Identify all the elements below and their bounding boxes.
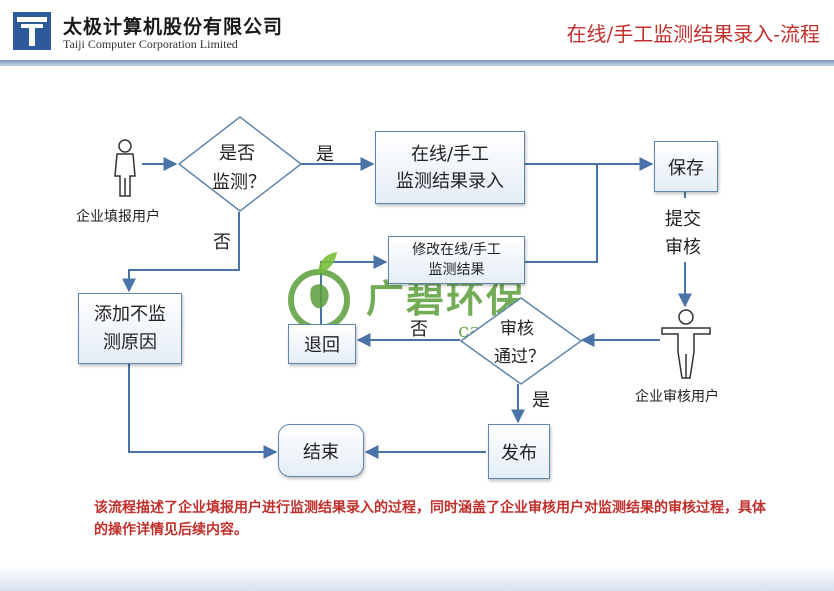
canbe-watermark-logo-icon [288,252,350,331]
publish-box: 发布 [488,424,550,479]
end-box-label: 结束 [303,441,339,463]
return-box: 退回 [288,324,356,364]
save-box-label: 保存 [668,157,704,179]
page-title: 在线/手工监测结果录入-流程 [566,22,821,46]
auditor-actor-icon [661,309,711,379]
label-yes-bottom: 是 [532,390,550,411]
company-name-en: Taiji Computer Corporation Limited [63,37,238,51]
taiji-logo-icon [13,12,51,50]
label-yes-top: 是 [316,144,334,165]
monitor-decision-line1: 是否 [219,143,255,164]
modify-result-box: 修改在线/手工 监测结果 [388,236,525,284]
monitor-result-entry-box: 在线/手工 监测结果录入 [375,131,525,204]
slide-footer-band [0,566,834,591]
entry-box-line2: 监测结果录入 [396,170,504,192]
return-box-label: 退回 [304,335,340,356]
enterprise-user-label: 企业填报用户 [76,209,160,225]
modify-box-line2: 监测结果 [428,262,485,278]
add-no-monitor-reason-box: 添加不监 测原因 [78,293,182,364]
submit-audit-line2: 审核 [665,237,701,258]
label-no-mid: 否 [410,319,428,340]
company-name-cn: 太极计算机股份有限公司 [63,16,284,38]
header-divider [0,60,834,66]
enterprise-user-actor-icon [114,139,136,197]
audit-decision-line2: 通过？ [494,347,545,367]
monitor-decision-line2: 监测？ [212,172,266,193]
auditor-label: 企业审核用户 [635,389,719,405]
submit-audit-line1: 提交 [665,209,701,230]
monitor-decision-diamond [177,116,303,212]
entry-box-line1: 在线/手工 [410,143,490,165]
reason-box-line1: 添加不监 [94,303,166,325]
publish-box-label: 发布 [501,442,537,464]
slide-header: 太极计算机股份有限公司 Taiji Computer Corporation L… [0,0,834,60]
watermark-text: 广碧环保 [366,277,527,321]
end-box: 结束 [278,424,364,477]
audit-decision-line1: 审核 [500,319,534,339]
label-no-left: 否 [213,232,231,253]
save-box: 保存 [654,141,718,192]
reason-box-line2: 测原因 [103,331,157,353]
modify-box-line1: 修改在线/手工 [412,242,501,258]
audit-decision-diamond [459,297,583,385]
flow-description: 该流程描述了企业填报用户进行监测结果录入的过程，同时涵盖了企业审核用户对监测结果… [94,500,766,538]
